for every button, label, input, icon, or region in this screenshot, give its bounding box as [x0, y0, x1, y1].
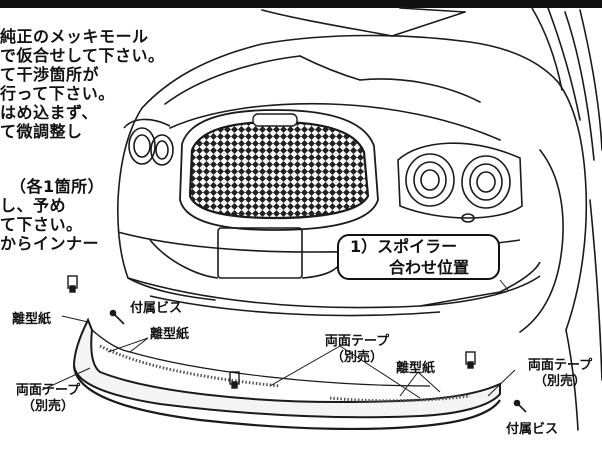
- label-included-screw-right: 付属ビス: [506, 422, 559, 437]
- instruction-line: からインナー: [0, 234, 100, 253]
- instruction-line: はめ込まず、: [0, 103, 98, 122]
- label-release-paper-center: 離型紙: [150, 327, 190, 342]
- right-headlights: [397, 142, 523, 223]
- label-double-tape-right-name: 両面テープ: [527, 358, 593, 373]
- instruction-line: 純正のメッキモール: [0, 27, 149, 46]
- label-double-tape-left-name: 両面テープ: [15, 383, 81, 398]
- instruction-line: （各1箇所）: [10, 177, 105, 196]
- label-included-screw-left: 付属ビス: [130, 301, 183, 316]
- label-double-tape-center-name: 両面テープ: [324, 334, 390, 349]
- spoiler-alignment-callout: [337, 234, 500, 280]
- left-body: [117, 107, 216, 301]
- front-grille: [179, 109, 379, 231]
- left-headlights: [123, 118, 174, 166]
- label-double-tape-left: 両面テープ （別売）: [8, 383, 88, 415]
- instruction-line: て微調整し: [0, 122, 83, 141]
- instruction-line: で仮合せして下さい。: [0, 46, 165, 65]
- instruction-line: て下さい。: [0, 215, 83, 234]
- label-double-tape-right-note: （別売）: [533, 374, 586, 389]
- label-release-paper-left: 離型紙: [12, 312, 52, 327]
- instruction-text-top: 純正のメッキモール で仮合せして下さい。 て干渉箇所が 行って下さい。 はめ込ま…: [0, 27, 165, 141]
- hood: [141, 34, 559, 141]
- screw-left-icon: [109, 309, 125, 325]
- mounting-clip-center: [229, 371, 240, 389]
- instruction-line: 行って下さい。: [0, 84, 115, 103]
- label-double-tape-center-note: （別売）: [330, 350, 383, 365]
- mounting-clip-right: [465, 351, 476, 369]
- callout-subtitle: 合わせ位置: [389, 258, 470, 277]
- instruction-line: て干渉箇所が: [0, 65, 100, 84]
- callout-title: 1）スポイラー: [350, 237, 458, 256]
- header-bar: [0, 0, 602, 8]
- instruction-line: し、予め: [0, 196, 67, 215]
- front-spoiler: [72, 317, 501, 431]
- instruction-text-mid: （各1箇所） し、予め て下さい。 からインナー: [0, 177, 104, 253]
- screw-right-icon: [513, 399, 527, 413]
- windshield-frame: [261, 7, 602, 161]
- front-fender: [519, 81, 602, 431]
- label-double-tape-center: 両面テープ （別売）: [312, 334, 402, 366]
- mounting-clip-left: [67, 275, 78, 293]
- label-release-paper-right: 離型紙: [396, 361, 436, 376]
- label-double-tape-left-note: （別売）: [21, 399, 74, 414]
- leader-lines: [41, 279, 516, 399]
- label-double-tape-right: 両面テープ （別売）: [518, 358, 602, 390]
